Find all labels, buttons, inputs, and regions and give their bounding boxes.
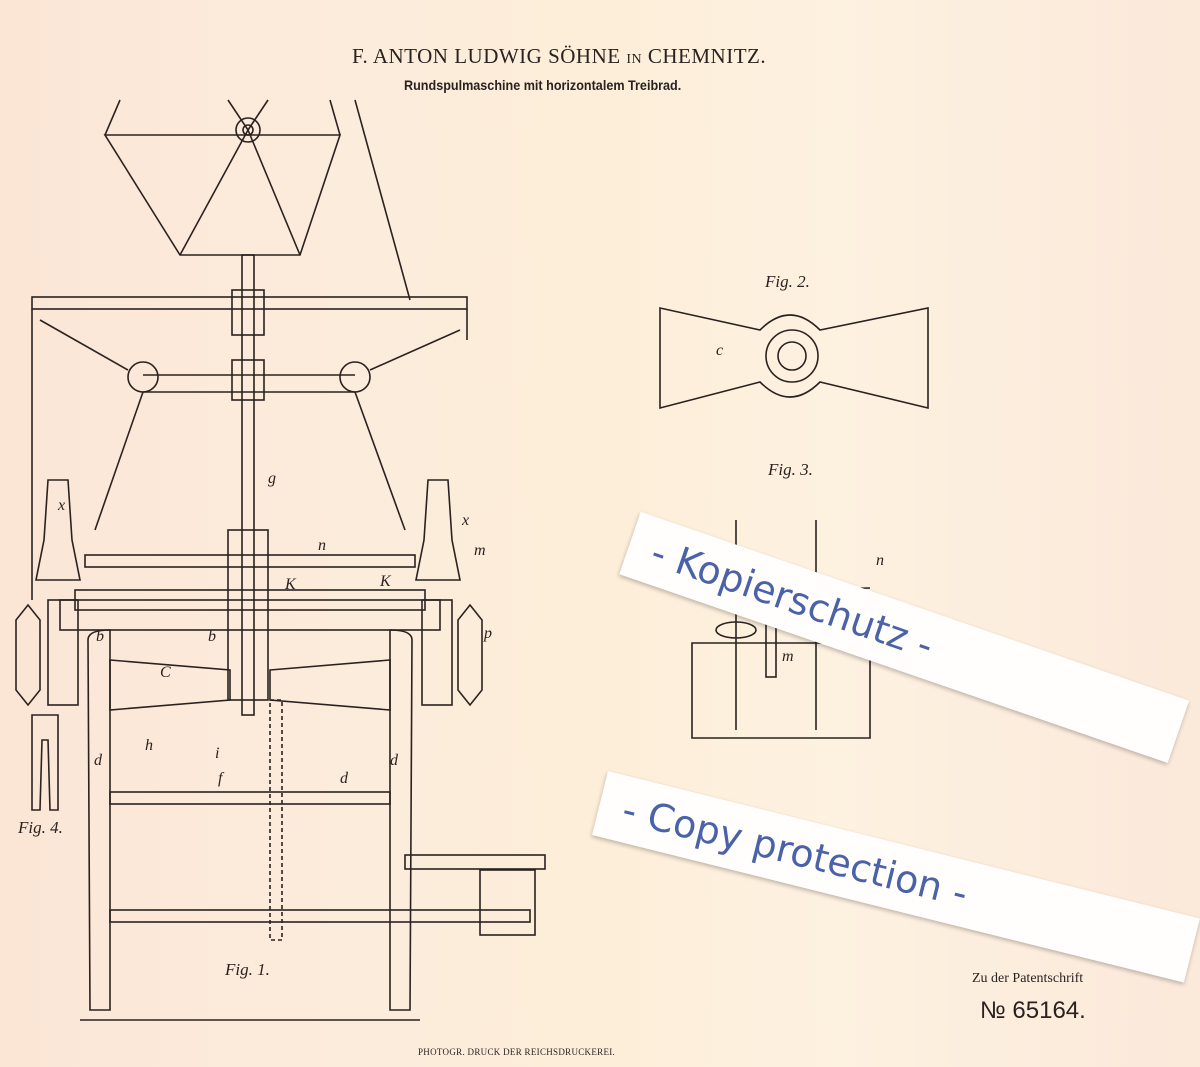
reel (103, 99, 411, 301)
fig2-label: Fig. 2. (765, 272, 810, 291)
patent-subtitle: Rundspulmaschine mit horizontalem Treibr… (404, 77, 682, 93)
label-n-fig3: n (876, 552, 884, 569)
patent-number: № 65164. (980, 997, 1086, 1024)
label-c: C (160, 664, 171, 681)
patent-applicant-title: F. ANTON LUDWIG SÖHNE IN CHEMNITZ. (352, 44, 766, 69)
label-x-left: x (58, 497, 66, 514)
fig1-label: Fig. 1. (225, 960, 270, 979)
label-k2: K (380, 573, 391, 590)
title-in: IN (626, 52, 643, 67)
spindle-x-right (415, 479, 461, 581)
label-n: n (318, 537, 326, 554)
label-f: f (218, 770, 223, 787)
spindle-x-left (35, 479, 81, 581)
label-k: K (285, 576, 296, 593)
label-p: p (484, 625, 492, 642)
label-h: h (145, 737, 153, 754)
label-d-left: d (94, 752, 102, 769)
shaft-g (241, 254, 255, 716)
city: CHEMNITZ. (647, 44, 767, 68)
fig4-label: Fig. 4. (18, 818, 63, 837)
label-c-fig2: c (716, 342, 724, 359)
label-m-fig3: m (782, 648, 794, 665)
label-b2: b (208, 628, 216, 645)
printer-credit: PHOTOGR. DRUCK DER REICHSDRUCKEREI. (418, 1047, 616, 1057)
label-m: m (474, 542, 486, 559)
label-d-right: d (390, 752, 398, 769)
label-x-right: x (462, 512, 470, 529)
applicant: F. ANTON LUDWIG SÖHNE (352, 44, 621, 68)
fork-h (31, 714, 59, 811)
fig2-drawing (659, 307, 929, 410)
label-d-mid: d (340, 770, 348, 787)
label-g: g (268, 470, 276, 487)
patent-reference-label: Zu der Patentschrift (972, 971, 1084, 986)
top-beam (31, 296, 468, 310)
leg-left (87, 629, 111, 1011)
label-b: b (96, 628, 104, 645)
leg-right (389, 629, 413, 1011)
label-i: i (215, 745, 220, 762)
fig3-label: Fig. 3. (768, 460, 813, 479)
table-n (84, 554, 416, 568)
